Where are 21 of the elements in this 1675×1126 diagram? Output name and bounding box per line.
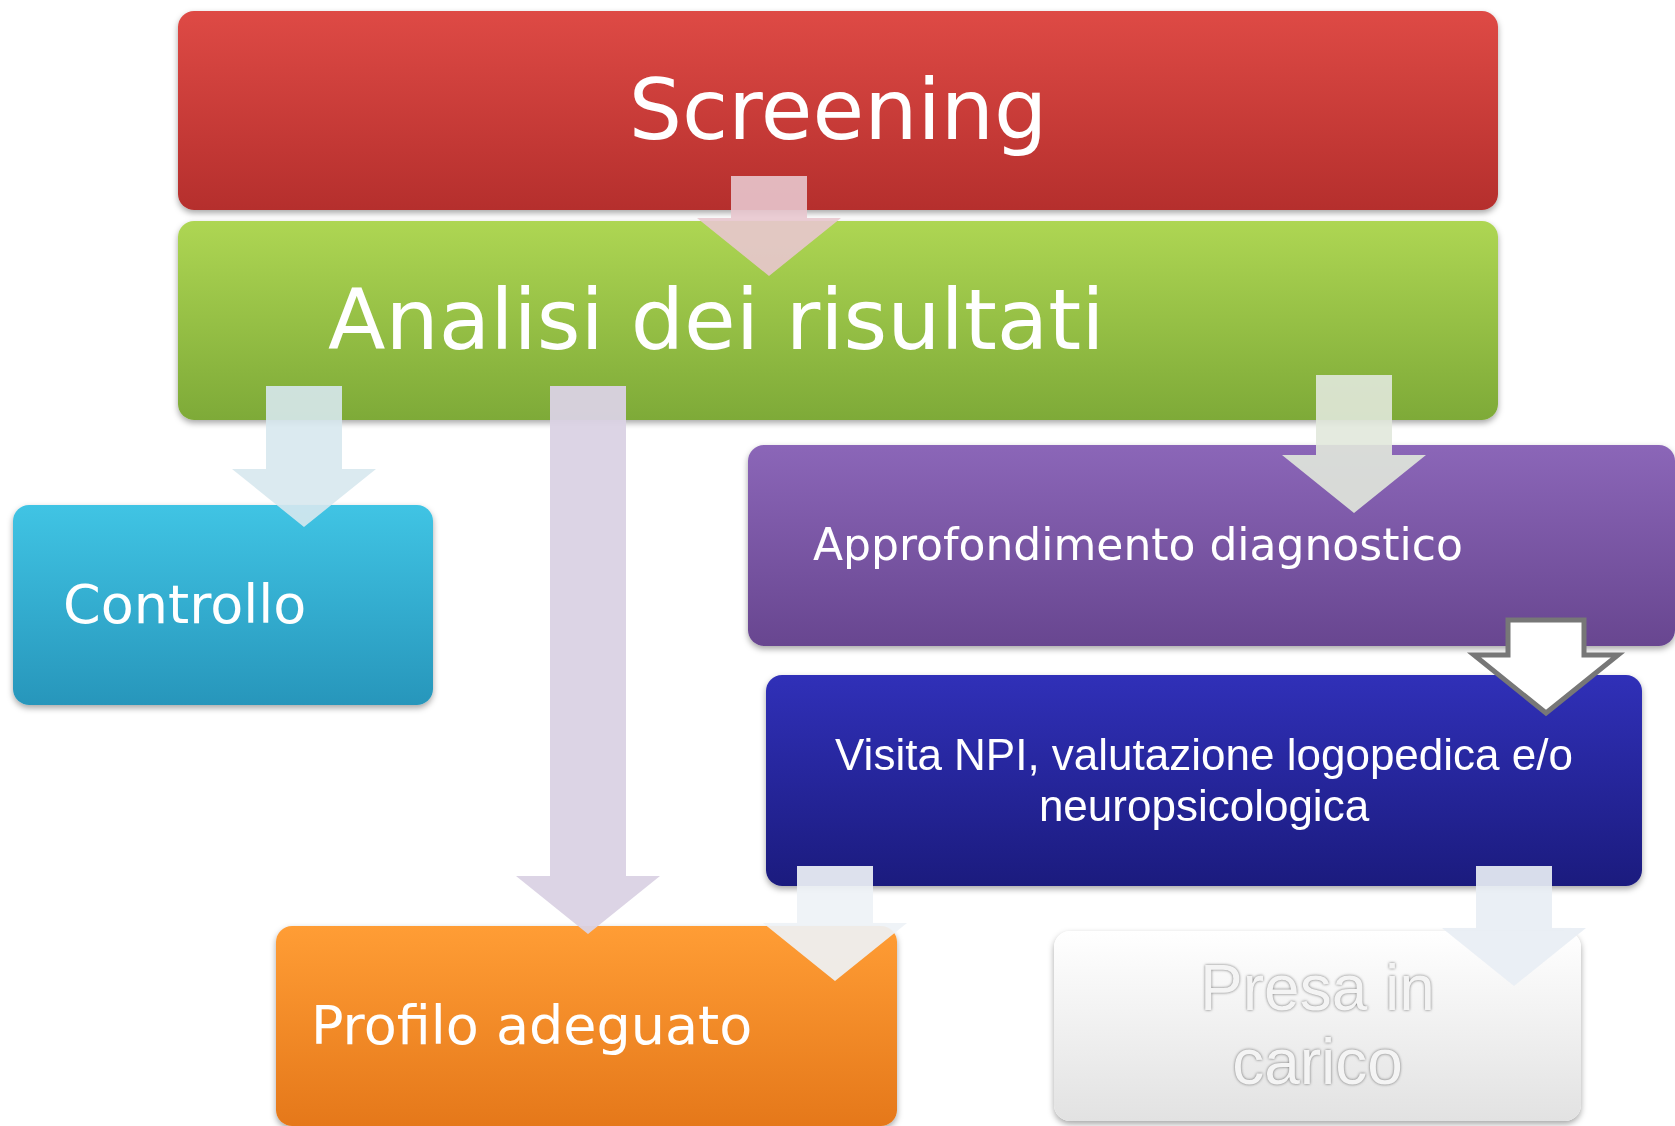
- process-box: [766, 675, 1642, 886]
- box-label: Presa in carico: [1199, 952, 1436, 1100]
- process-box: [178, 221, 1498, 420]
- process-box: [13, 505, 433, 705]
- process-box: [1054, 931, 1581, 1121]
- box-label: Profilo adeguato: [311, 994, 753, 1058]
- block-arrow: [1282, 375, 1426, 513]
- block-arrow: [516, 386, 660, 934]
- box-label: Approfondimento diagnostico: [813, 520, 1463, 571]
- block-arrow: [1466, 617, 1626, 717]
- block-arrow: [232, 386, 376, 527]
- box-label: Controllo: [63, 573, 307, 637]
- process-box: [178, 11, 1498, 210]
- process-box: [276, 926, 897, 1126]
- block-arrow: [763, 866, 907, 981]
- process-box: [748, 445, 1675, 646]
- box-label: Analisi dei risultati: [328, 272, 1105, 369]
- block-arrow: [1442, 866, 1586, 986]
- box-label: Screening: [628, 62, 1048, 159]
- box-label: Visita NPI, valutazione logopedica e/o neuropsicologica: [834, 729, 1574, 832]
- block-arrow: [697, 176, 841, 276]
